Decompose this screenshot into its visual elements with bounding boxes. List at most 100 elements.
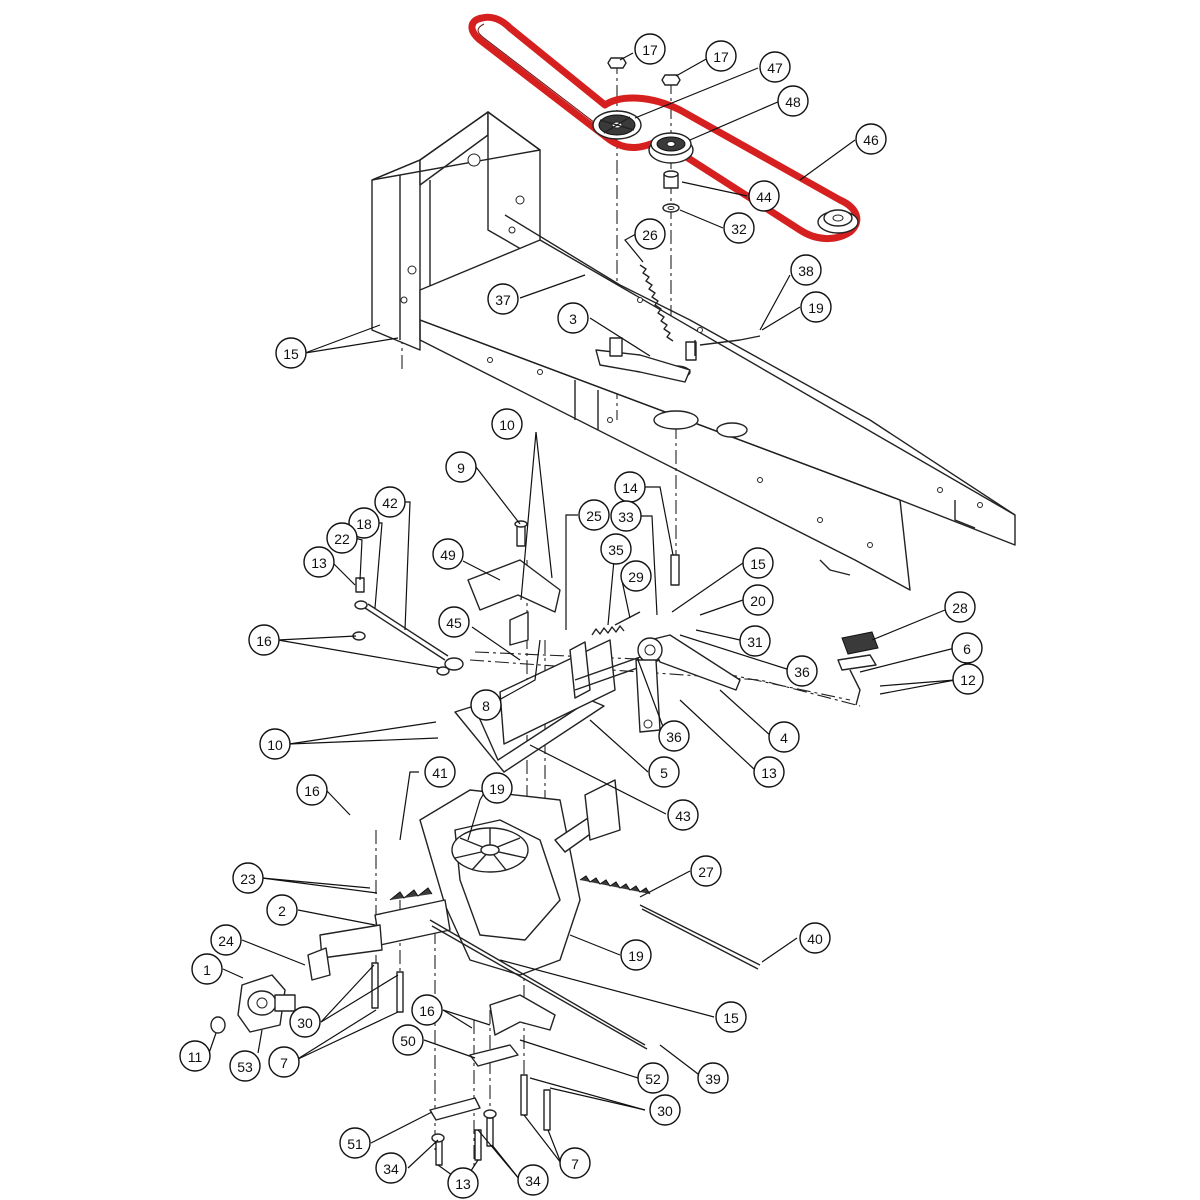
- callout-label: 34: [525, 1173, 541, 1189]
- callout-c48: 48: [777, 85, 809, 117]
- callout-label: 6: [963, 641, 971, 657]
- callout-label: 4: [780, 730, 788, 746]
- callout-label: 42: [382, 495, 398, 511]
- callout-label: 14: [622, 480, 638, 496]
- callout-c16b: 16: [296, 774, 328, 806]
- callout-label: 27: [698, 864, 714, 880]
- callout-label: 13: [455, 1176, 471, 1192]
- callout-c50: 50: [392, 1024, 424, 1056]
- bolt-9: [514, 520, 528, 547]
- callout-c29: 29: [620, 560, 652, 592]
- callout-label: 22: [334, 531, 350, 547]
- lever-arm: [635, 659, 661, 733]
- callout-c19a: 19: [800, 291, 832, 323]
- callout-circle: [944, 591, 976, 623]
- callout-c33: 33: [610, 500, 642, 532]
- pedal-28: [841, 631, 879, 655]
- callout-c17a: 17: [634, 33, 666, 65]
- callout-label: 45: [446, 615, 462, 631]
- callout-circle: [768, 721, 800, 753]
- callout-c43: 43: [667, 799, 699, 831]
- callout-c35: 35: [600, 533, 632, 565]
- callout-c34b: 34: [517, 1164, 549, 1196]
- callout-label: 19: [628, 948, 644, 964]
- callout-c49: 49: [432, 538, 464, 570]
- callout-label: 35: [608, 542, 624, 558]
- callout-circle: [445, 451, 477, 483]
- callout-circle: [777, 85, 809, 117]
- callout-label: 50: [400, 1033, 416, 1049]
- callout-label: 17: [642, 42, 658, 58]
- callout-label: 24: [218, 933, 234, 949]
- callout-c17b: 17: [705, 40, 737, 72]
- callout-circle: [470, 689, 502, 721]
- callout-c36b: 36: [658, 720, 690, 752]
- callout-label: 25: [586, 508, 602, 524]
- callout-circle: [481, 772, 513, 804]
- callout-c24: 24: [210, 924, 242, 956]
- callout-label: 33: [618, 509, 634, 525]
- washer-11: [210, 1016, 226, 1034]
- callout-label: 44: [756, 189, 772, 205]
- callout-circle: [517, 1164, 549, 1196]
- lever-4: [637, 634, 741, 691]
- callout-circle: [432, 538, 464, 570]
- callout-circle: [210, 924, 242, 956]
- callout-label: 49: [440, 547, 456, 563]
- callout-label: 39: [705, 1071, 721, 1087]
- callout-label: 29: [628, 569, 644, 585]
- callout-label: 23: [240, 871, 256, 887]
- callout-label: 28: [952, 600, 968, 616]
- callout-circle: [348, 507, 380, 539]
- callout-circle: [392, 1024, 424, 1056]
- callout-label: 41: [432, 765, 448, 781]
- callout-c18: 18: [348, 507, 380, 539]
- callout-circle: [715, 1001, 747, 1033]
- callout-c34a: 34: [375, 1152, 407, 1184]
- callout-circle: [411, 994, 443, 1026]
- callout-label: 12: [960, 672, 976, 688]
- callout-c25: 25: [578, 499, 610, 531]
- callout-c10a: 10: [491, 408, 523, 440]
- spring-35: [591, 611, 641, 636]
- callout-label: 34: [383, 1161, 399, 1177]
- callout-c15c: 15: [715, 1001, 747, 1033]
- callout-c51: 51: [339, 1127, 371, 1159]
- callout-c7b: 7: [559, 1147, 591, 1179]
- callout-c31: 31: [739, 625, 771, 657]
- callout-c28: 28: [944, 591, 976, 623]
- callout-circle: [296, 774, 328, 806]
- callout-circle: [259, 728, 291, 760]
- callout-circle: [800, 291, 832, 323]
- transmission-pulley: [817, 209, 859, 234]
- callout-c45: 45: [438, 606, 470, 638]
- callout-c9: 9: [445, 451, 477, 483]
- callout-c42: 42: [374, 486, 406, 518]
- callout-circle: [690, 855, 722, 887]
- callout-label: 2: [278, 903, 286, 919]
- callout-label: 16: [419, 1003, 435, 1019]
- callout-label: 31: [747, 634, 763, 650]
- callout-label: 40: [807, 931, 823, 947]
- callout-c14: 14: [614, 471, 646, 503]
- spring-27: [579, 875, 651, 895]
- washer-32: [662, 203, 680, 213]
- callout-circle: [557, 302, 589, 334]
- bracket-52: [489, 994, 556, 1036]
- callout-c38: 38: [790, 254, 822, 286]
- callout-circle: [658, 720, 690, 752]
- callout-circle: [600, 533, 632, 565]
- callout-circle: [275, 337, 307, 369]
- callout-circle: [232, 862, 264, 894]
- callout-c27: 27: [690, 855, 722, 887]
- callout-label: 17: [713, 49, 729, 65]
- callout-label: 11: [188, 1049, 203, 1065]
- callout-c20: 20: [742, 584, 774, 616]
- callout-label: 52: [645, 1071, 661, 1087]
- callout-c7a: 7: [268, 1046, 300, 1078]
- callout-label: 53: [237, 1059, 253, 1075]
- callout-c23: 23: [232, 862, 264, 894]
- callout-c3: 3: [557, 302, 589, 334]
